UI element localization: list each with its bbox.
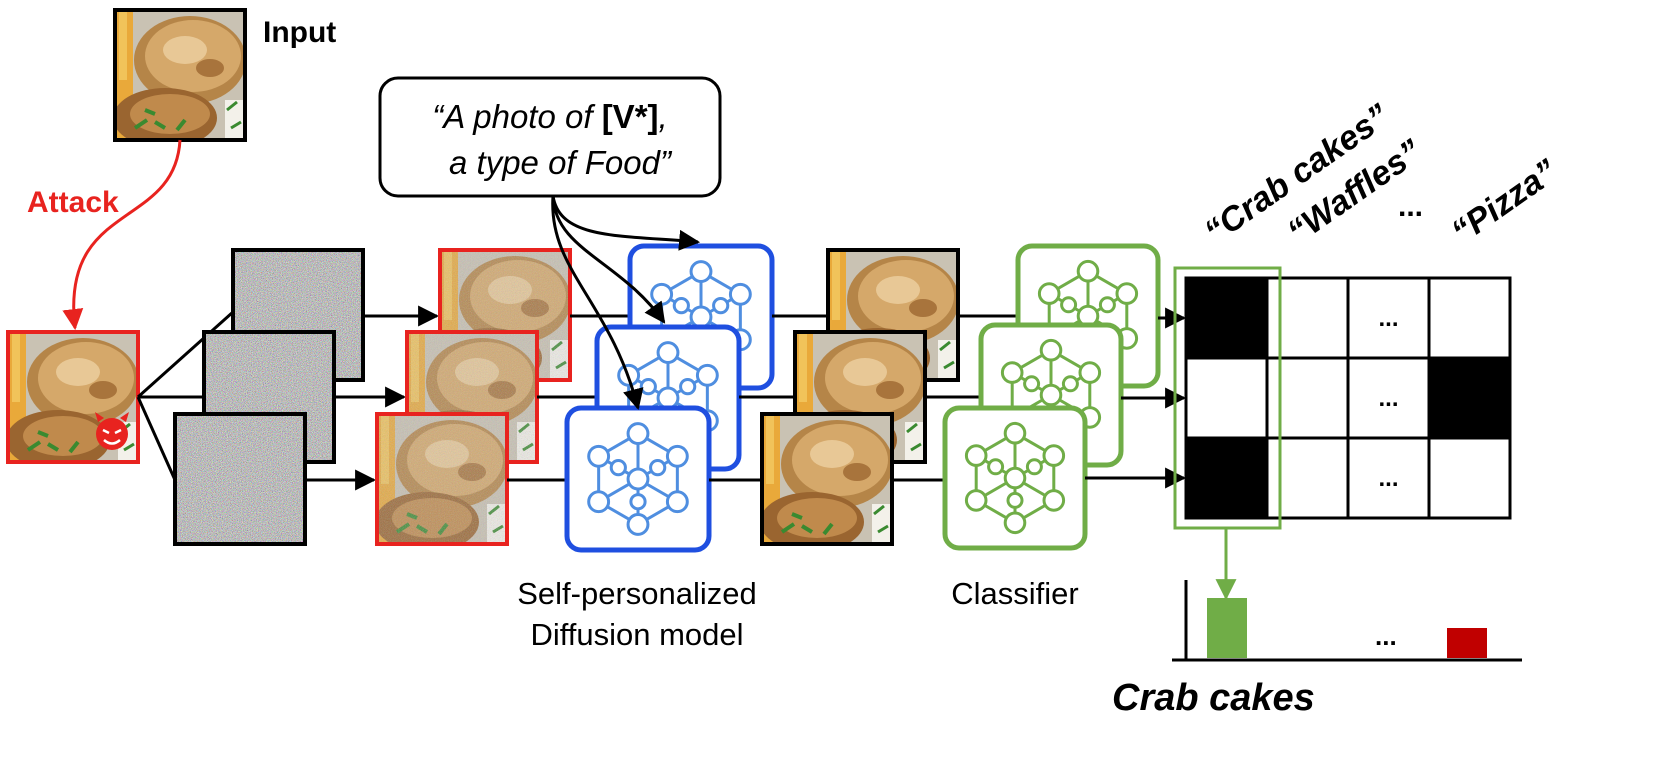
attack-arrow xyxy=(62,139,182,331)
diffusion-model-box xyxy=(564,405,712,553)
diffusion-label-line-2: Diffusion model xyxy=(530,617,743,652)
prompt-line-2: a type of Food” xyxy=(449,144,673,181)
prompt-line-1: “A photo of [V*], xyxy=(432,98,667,135)
vote-histogram: ... xyxy=(1172,580,1522,662)
vote-bar-pizza xyxy=(1447,628,1487,658)
neural-network-icon xyxy=(964,421,1066,535)
adversarial-image xyxy=(6,330,140,464)
histogram-ellipsis: ... xyxy=(1375,621,1397,651)
grid-ellipsis: ... xyxy=(1378,385,1398,412)
flow-arrows xyxy=(305,305,440,491)
input-label: Input xyxy=(263,16,336,49)
input-image xyxy=(113,8,247,142)
vote-cell xyxy=(1427,436,1512,520)
grid-ellipsis: ... xyxy=(1378,465,1398,492)
grid-ellipsis: ... xyxy=(1378,305,1398,332)
class-header-pizza: “Pizza” xyxy=(1445,152,1564,251)
vote-cell xyxy=(1184,356,1269,440)
noise-image xyxy=(173,412,307,546)
branch-lines xyxy=(136,310,235,481)
classifier-stack xyxy=(942,243,1161,551)
classifier-label: Classifier xyxy=(951,576,1078,611)
diffusion-label-line-1: Self-personalized xyxy=(517,576,757,611)
vote-cell xyxy=(1184,436,1269,520)
vote-cell xyxy=(1346,436,1431,520)
class-header-ellipsis: ... xyxy=(1398,190,1423,223)
noisy-image xyxy=(375,412,509,546)
classifier-box xyxy=(942,405,1088,551)
vote-bar-crab-cakes xyxy=(1207,598,1247,658)
vote-cell xyxy=(1427,276,1512,360)
prompt-arrows xyxy=(551,195,701,411)
attack-label: Attack xyxy=(27,186,119,219)
flow-arrows xyxy=(892,314,1018,482)
purified-image xyxy=(760,412,894,546)
flow-arrows xyxy=(709,314,828,482)
diffusion-model-stack xyxy=(564,243,775,553)
prompt-box: “A photo of [V*], a type of Food” xyxy=(378,76,722,198)
vote-cell xyxy=(1184,276,1269,360)
devil-face-icon xyxy=(95,412,129,450)
vote-grid: ......... xyxy=(1184,276,1512,520)
vote-cell xyxy=(1427,356,1512,440)
neural-network-icon xyxy=(587,422,689,536)
prediction-label: Crab cakes xyxy=(1112,677,1315,719)
